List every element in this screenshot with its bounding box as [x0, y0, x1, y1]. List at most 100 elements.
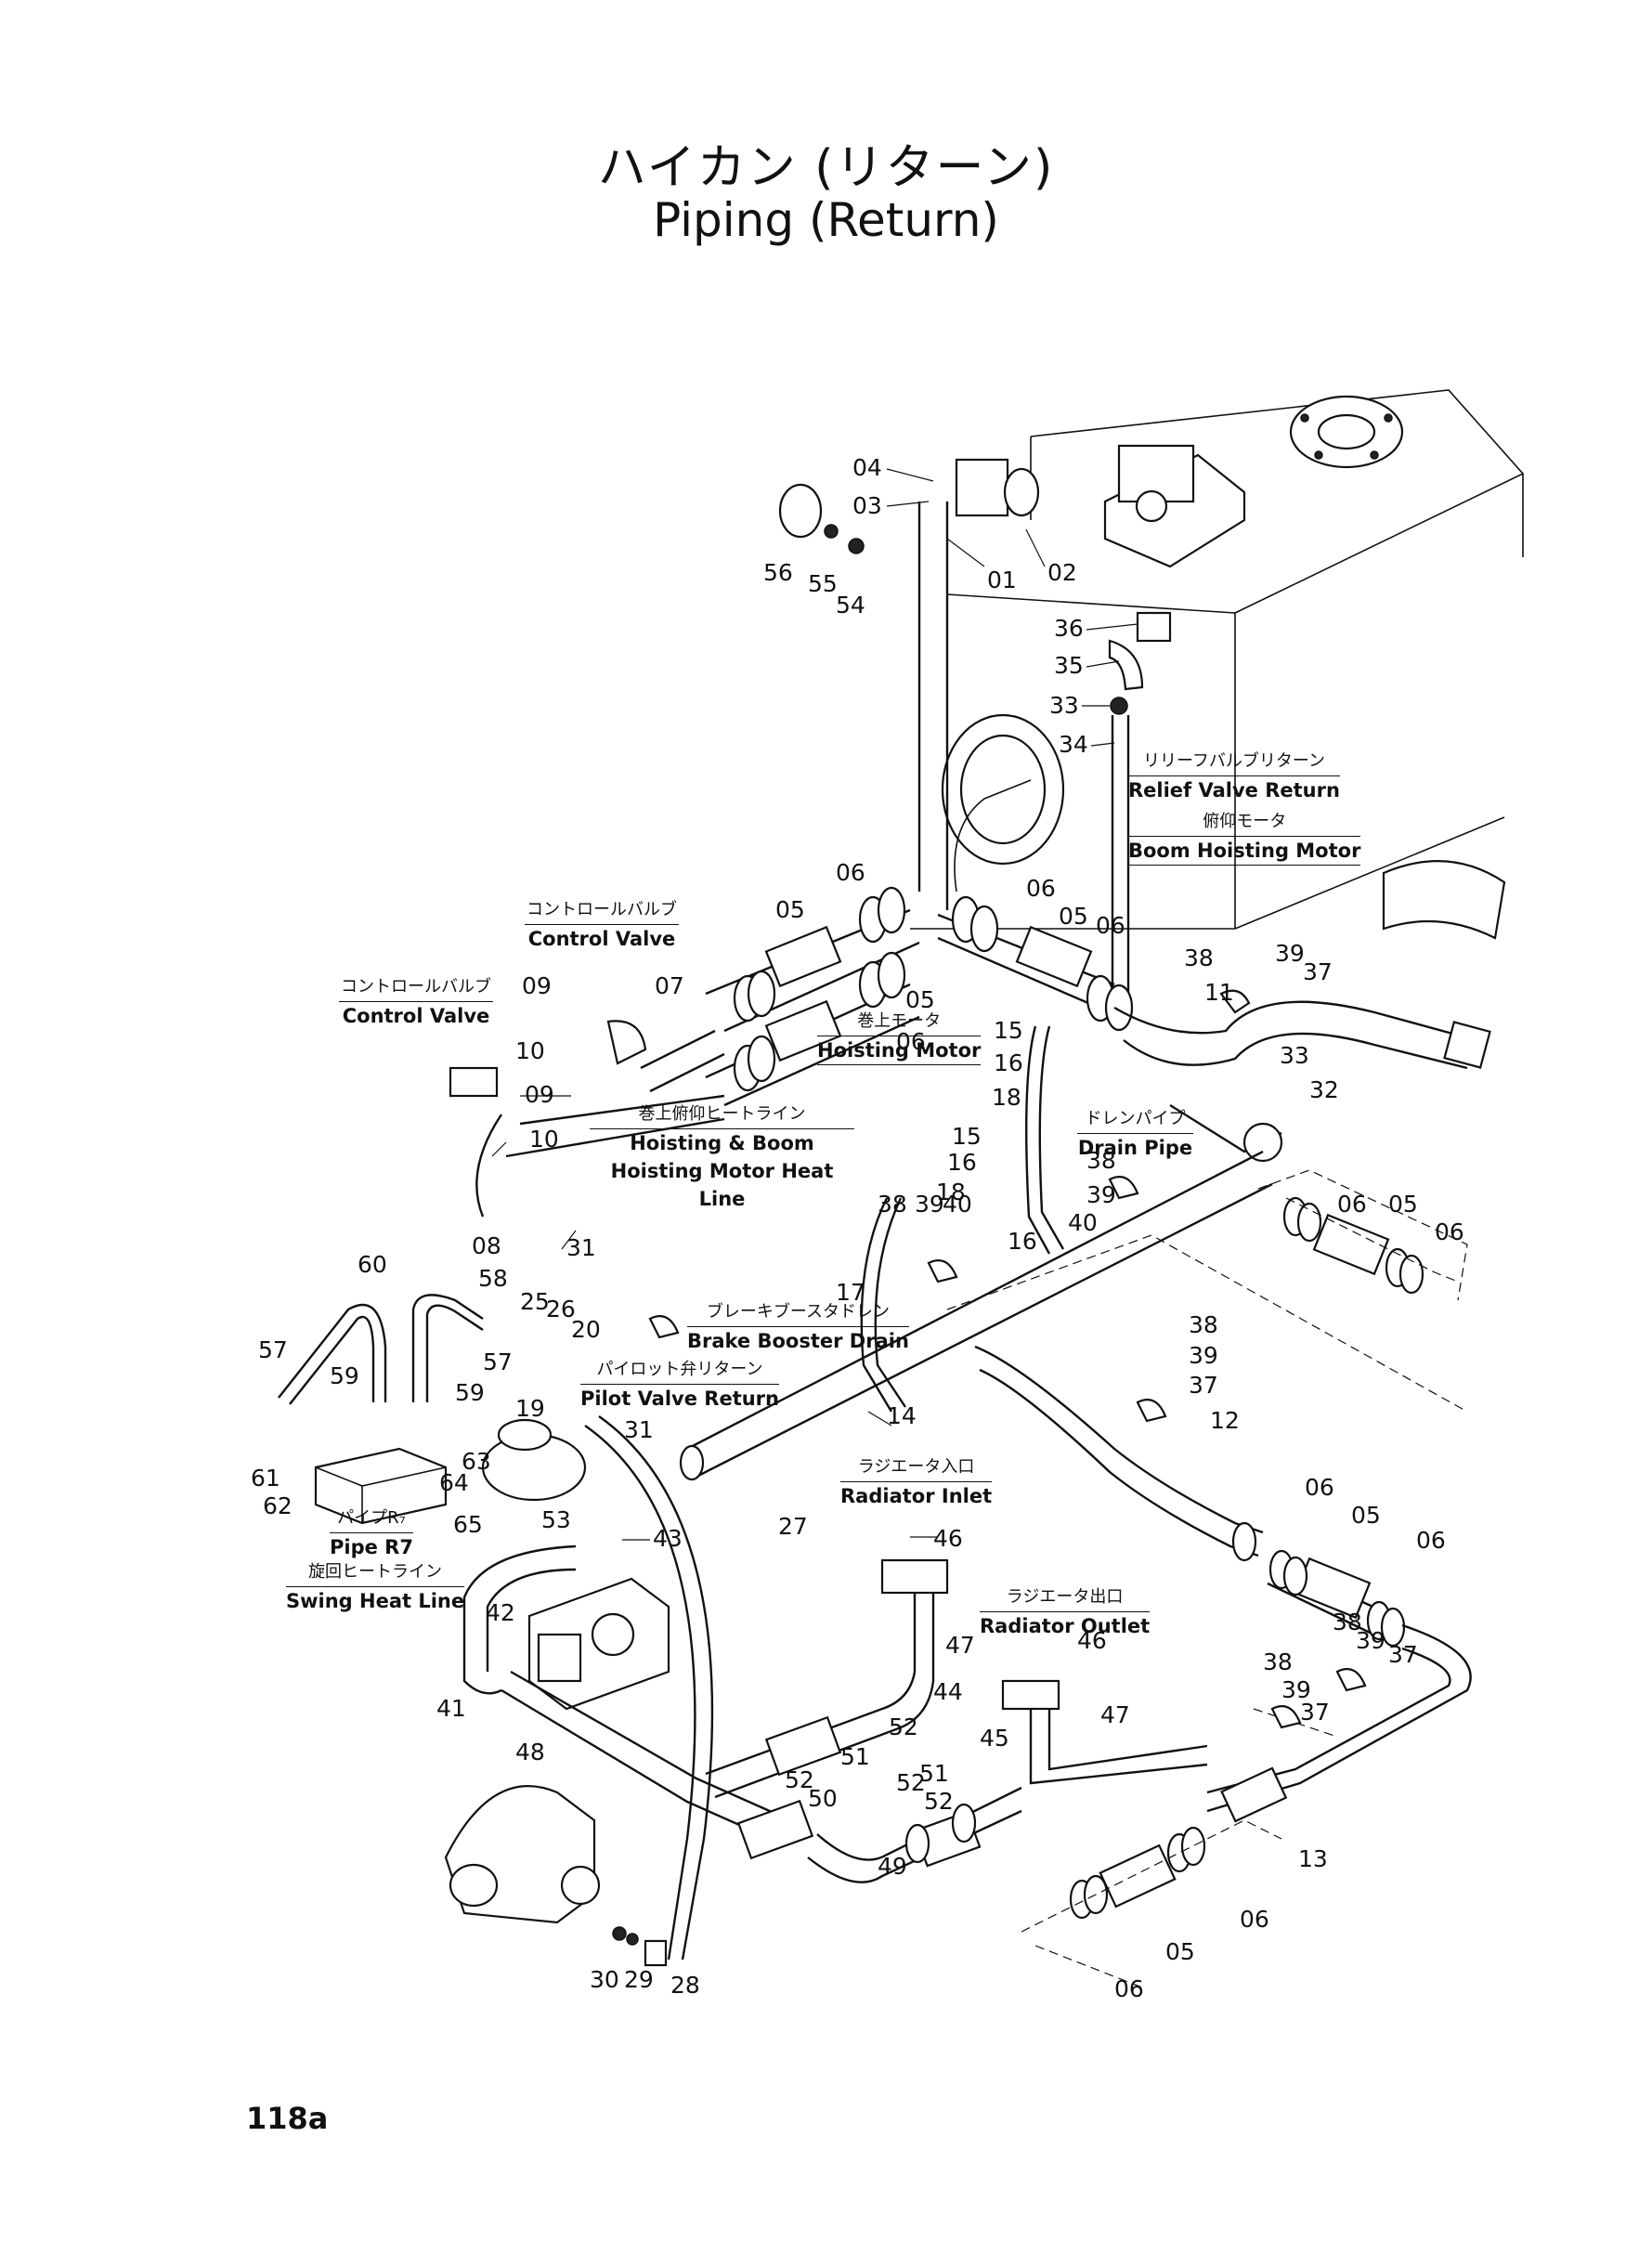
annotation-brake-booster-drain: ブレーキブースタドレン Brake Booster Drain	[687, 1298, 909, 1355]
callout: 64	[439, 1469, 469, 1496]
callout: 05	[1388, 1191, 1418, 1218]
page-title-english: Piping (Return)	[653, 193, 999, 247]
callout: 32	[1309, 1076, 1339, 1103]
callout: 39	[1281, 1676, 1311, 1703]
page-number: 118a	[246, 2101, 329, 2136]
callout: 51	[919, 1760, 949, 1787]
callout: 16	[1008, 1228, 1037, 1255]
callout: 30	[590, 1966, 619, 1993]
annotation-hoisting-motor: 巻上モータ Hoisting Motor	[817, 1008, 982, 1065]
callout: 36	[1054, 615, 1084, 642]
callout: 01	[987, 567, 1017, 593]
callout: 34	[1059, 731, 1088, 758]
annotation-control-valve-upper: コントロールバルブ Control Valve	[525, 896, 679, 953]
annotation-pilot-valve-return: パイロット弁リターン Pilot Valve Return	[580, 1356, 779, 1413]
leader-lines	[491, 468, 1138, 1541]
annotation-heat-line: 巻上俯仰ヒートライン Hoisting & Boom Hoisting Moto…	[590, 1101, 854, 1213]
callout: 31	[566, 1234, 596, 1261]
callout: 06	[836, 859, 865, 886]
callout: 16	[947, 1149, 977, 1176]
callout: 63	[462, 1448, 491, 1475]
callout: 37	[1189, 1372, 1218, 1399]
hydraulic-tank	[910, 389, 1525, 940]
callout: 46	[1077, 1627, 1107, 1654]
callout: 33	[1280, 1042, 1309, 1069]
callout: 19	[515, 1395, 545, 1422]
callout: 49	[878, 1853, 907, 1880]
callout: 53	[541, 1506, 571, 1533]
callout: 06	[1416, 1527, 1446, 1554]
callout: 11	[1204, 979, 1234, 1006]
callout: 06	[1114, 1975, 1144, 2002]
callout: 42	[486, 1599, 515, 1626]
callout: 05	[1165, 1938, 1195, 1965]
callout: 07	[655, 972, 684, 999]
callout: 10	[515, 1037, 545, 1064]
annotation-control-valve-left: コントロールバルブ Control Valve	[339, 973, 493, 1030]
callout: 39	[1086, 1181, 1116, 1208]
pipe-14	[679, 1150, 1273, 1481]
swing-motor	[444, 1785, 601, 1924]
callout: 20	[571, 1316, 601, 1343]
callout: 39	[1356, 1627, 1385, 1654]
return-pipe-group-upper	[705, 886, 1134, 1107]
annotation-pipe-r7: パイプR₇ Pipe R7	[330, 1505, 413, 1561]
callout: 16	[994, 1049, 1023, 1076]
callout: 38	[878, 1191, 907, 1218]
callout: 40	[943, 1191, 972, 1218]
annotation-relief-valve-return: リリーフバルブリターン Relief Valve Return	[1128, 748, 1340, 804]
callout: 45	[980, 1725, 1009, 1752]
swing-valve-assembly	[527, 1577, 670, 1711]
callout: 06	[1337, 1191, 1367, 1218]
callout: 61	[251, 1465, 280, 1492]
callout: 46	[933, 1525, 963, 1552]
callout: 29	[624, 1966, 654, 1993]
callout: 65	[453, 1511, 483, 1538]
callout: 52	[889, 1713, 918, 1740]
callout: 60	[358, 1251, 387, 1278]
callout: 13	[1298, 1845, 1328, 1872]
callout: 56	[763, 559, 793, 586]
callout: 38	[1184, 945, 1214, 971]
callout: 25	[520, 1288, 550, 1315]
callout: 38	[1086, 1147, 1116, 1174]
callout: 06	[1240, 1906, 1269, 1933]
callout: 51	[840, 1743, 870, 1770]
callout: 09	[525, 1081, 554, 1108]
callout: 15	[952, 1123, 982, 1150]
callout: 41	[436, 1695, 466, 1722]
callout: 50	[808, 1785, 838, 1812]
callout: 06	[1305, 1474, 1334, 1501]
callout: 37	[1388, 1641, 1418, 1668]
callout: 17	[836, 1279, 865, 1306]
callout: 04	[852, 454, 882, 481]
callout: 59	[330, 1362, 359, 1389]
callout: 57	[483, 1348, 513, 1375]
callout: 47	[945, 1632, 975, 1659]
callout: 40	[1068, 1209, 1098, 1236]
block-65	[314, 1447, 448, 1525]
callout: 14	[887, 1402, 917, 1429]
callout: 62	[263, 1492, 293, 1519]
callout: 44	[933, 1678, 963, 1705]
callout: 15	[994, 1017, 1023, 1044]
callout: 05	[1351, 1502, 1381, 1529]
callout: 35	[1054, 652, 1084, 679]
callout: 52	[924, 1788, 954, 1815]
callout: 27	[778, 1513, 808, 1540]
annotation-drain-pipe: ドレンパイプ Drain Pipe	[1077, 1105, 1193, 1162]
callout: 43	[653, 1525, 683, 1552]
callout: 05	[775, 896, 805, 923]
callout: 06	[896, 1028, 926, 1055]
callout: 47	[1100, 1701, 1130, 1728]
callout: 59	[455, 1379, 485, 1406]
callout: 03	[852, 492, 882, 519]
annotation-radiator-inlet: ラジエータ入口 Radiator Inlet	[840, 1453, 993, 1510]
callout: 57	[258, 1336, 288, 1363]
callout: 54	[836, 592, 865, 619]
callout: 37	[1303, 958, 1333, 985]
callout: 52	[785, 1766, 814, 1793]
callout: 39	[915, 1191, 944, 1218]
callout: 38	[1333, 1609, 1362, 1635]
callout: 02	[1047, 559, 1077, 586]
